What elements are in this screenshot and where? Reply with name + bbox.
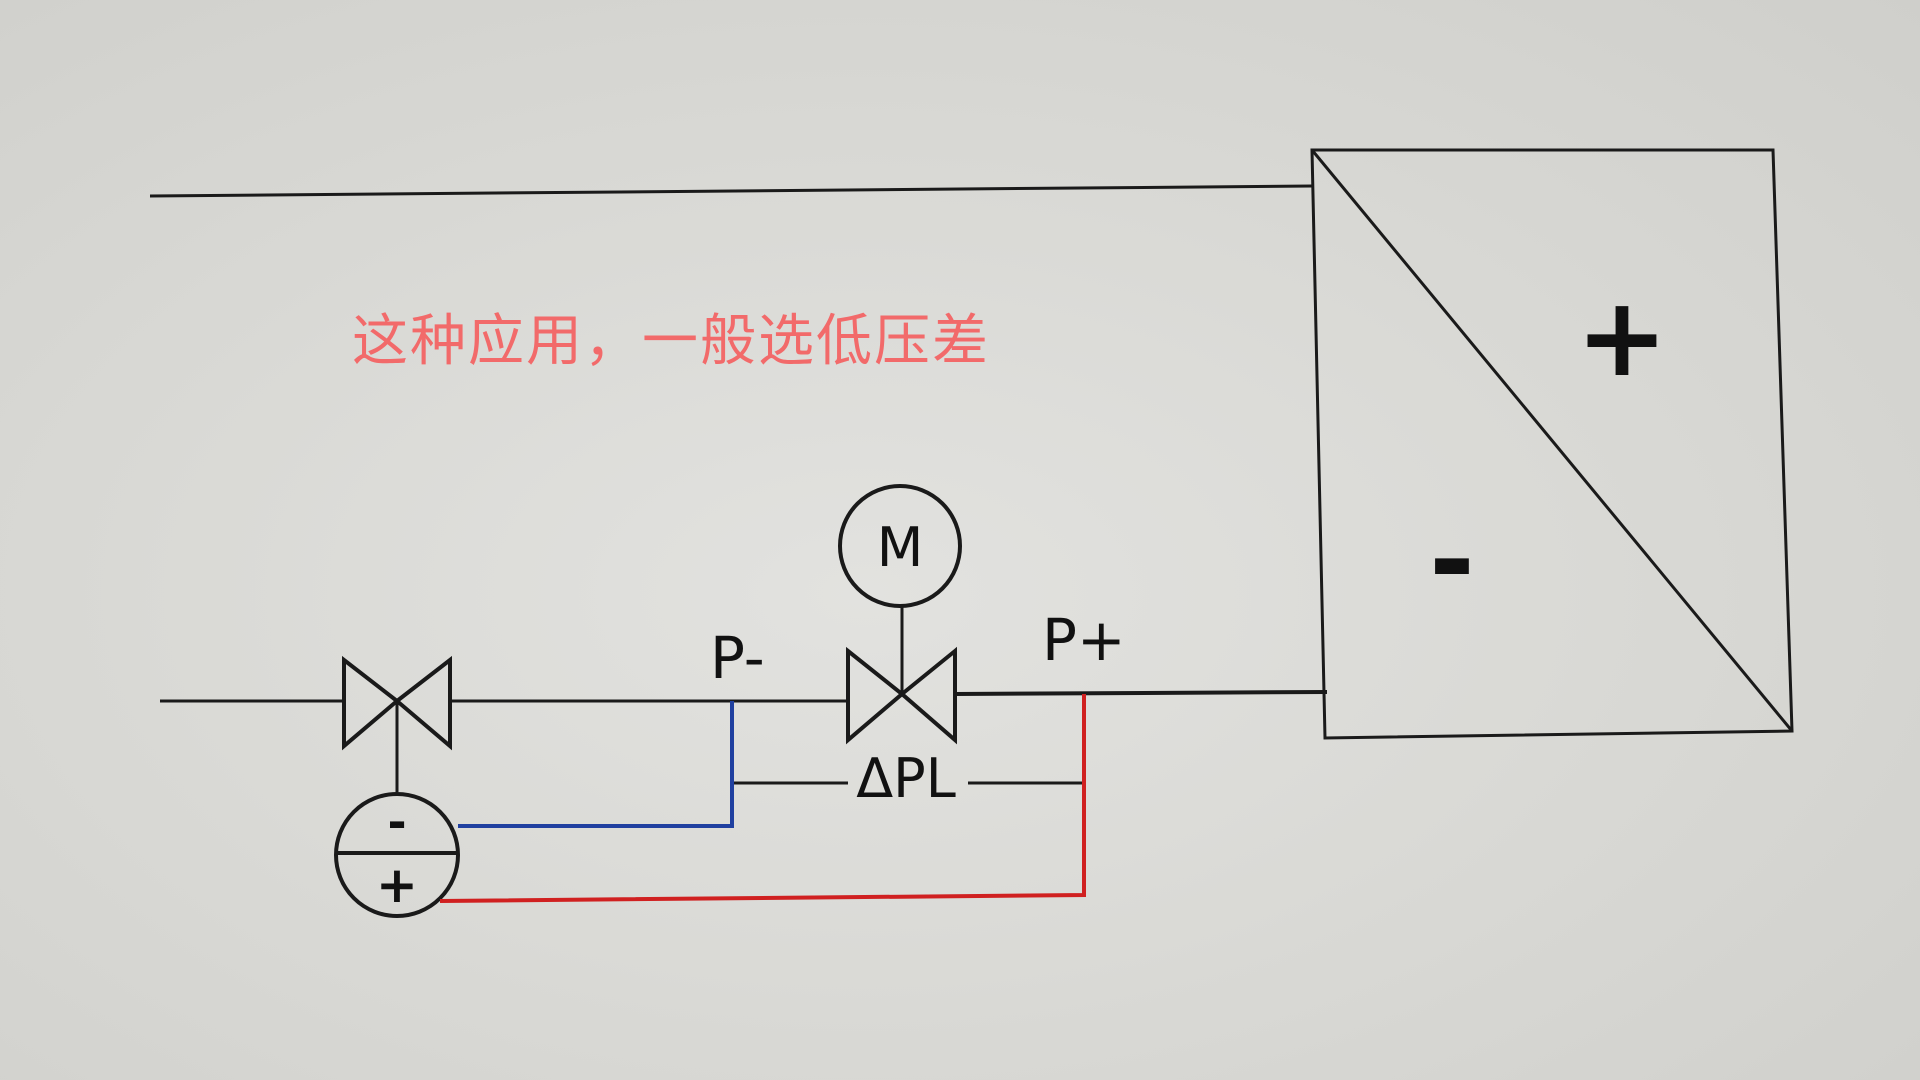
- terminal-unit-box: + -: [1310, 148, 1794, 740]
- delta-pl-label: ΔPL: [856, 747, 956, 810]
- high-pressure-impulse-line: [439, 694, 1086, 903]
- motor-actuator-icon: M: [838, 484, 962, 608]
- p-minus-label: P-: [710, 624, 765, 692]
- p-plus-label: P+: [1042, 606, 1126, 674]
- main-pipe-right: [954, 690, 1328, 696]
- box-minus-label: -: [1429, 496, 1475, 624]
- regulator-plus-label: +: [376, 856, 418, 914]
- pressure-regulator-icon: - +: [334, 792, 460, 918]
- low-pressure-impulse-line: [458, 701, 734, 828]
- top-pipe-line: [149, 184, 1313, 198]
- regulator-minus-label: -: [387, 795, 406, 849]
- annotation-text: 这种应用，一般选低压差: [352, 309, 990, 374]
- box-plus-label: +: [1576, 273, 1668, 401]
- balancing-valve-icon: [342, 655, 452, 792]
- motor-label: M: [877, 516, 924, 579]
- control-valve-icon: [846, 606, 957, 745]
